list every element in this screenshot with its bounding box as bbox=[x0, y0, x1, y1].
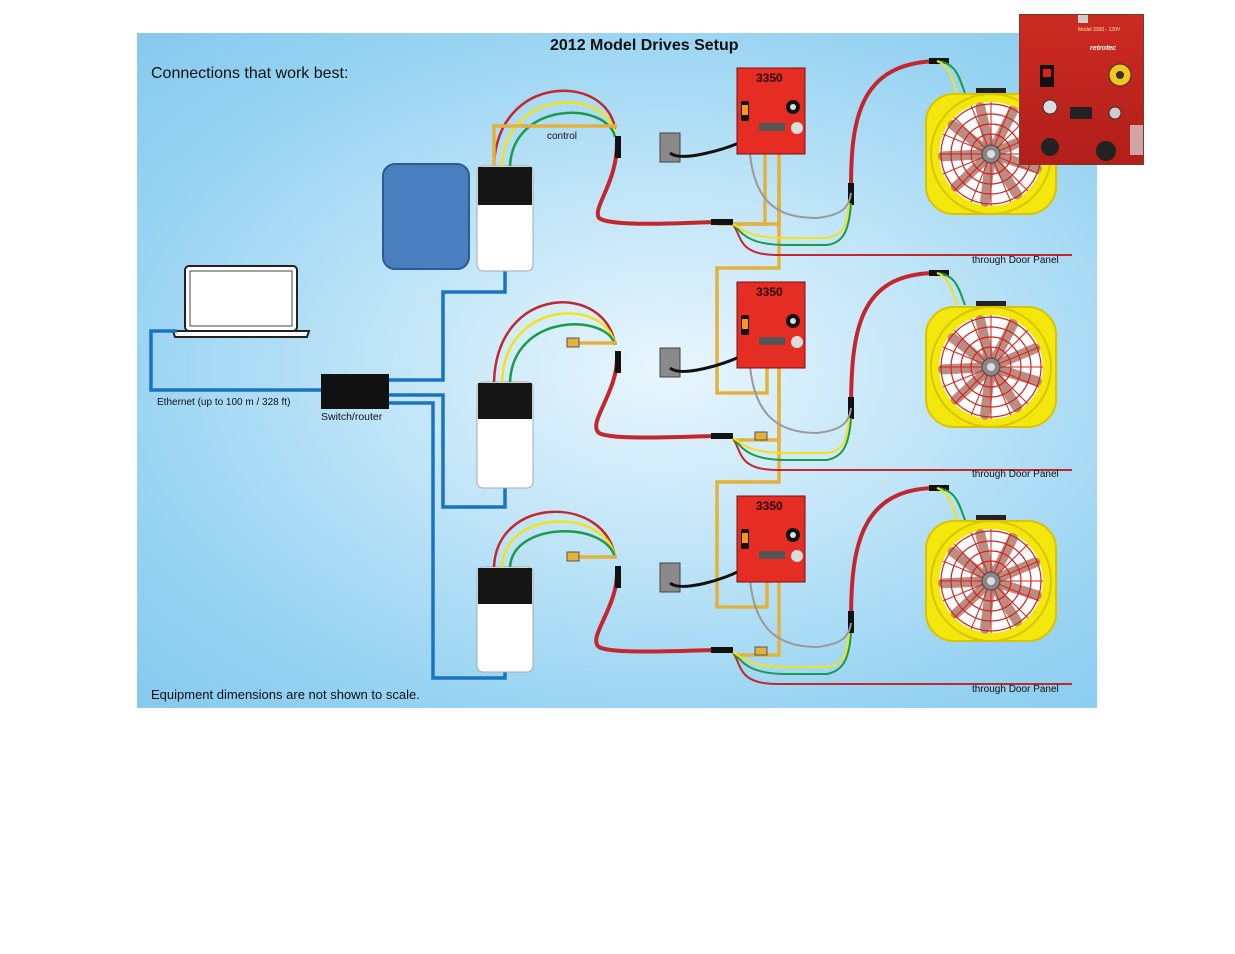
port-cables bbox=[669, 141, 740, 588]
fan-1 bbox=[925, 88, 1057, 215]
tablet-device bbox=[382, 163, 470, 270]
tube-connectors bbox=[566, 337, 768, 656]
door-panel-label-2: through Door Panel bbox=[972, 469, 1059, 480]
diagram-title: 2012 Model Drives Setup bbox=[550, 37, 739, 54]
power-cables bbox=[594, 59, 939, 654]
control-label: control bbox=[547, 131, 578, 142]
door-panel-wires bbox=[732, 60, 1072, 685]
wiring-diagram bbox=[149, 58, 1072, 685]
drive-photo-details bbox=[1040, 15, 1143, 161]
fan-drive-3 bbox=[736, 495, 806, 583]
drive-model-label-3: 3350 bbox=[756, 499, 783, 513]
fan-drive-1 bbox=[736, 67, 806, 155]
fan-3 bbox=[925, 515, 1057, 642]
control-tubes bbox=[492, 124, 781, 657]
door-panel-label-3: through Door Panel bbox=[972, 684, 1059, 695]
drive-model-label-1: 3350 bbox=[756, 71, 783, 85]
fan-handle bbox=[976, 301, 1006, 306]
drive-model-label-2: 3350 bbox=[756, 285, 783, 299]
switch-label: Switch/router bbox=[321, 411, 383, 423]
setup-diagram: 2012 Model Drives Setup Connections that… bbox=[137, 33, 1097, 708]
wall-ports bbox=[659, 132, 681, 593]
fan-hub-cap bbox=[987, 577, 995, 585]
drive-photo: Model 3350 - 120V retrotec bbox=[1019, 14, 1144, 165]
switch-router bbox=[321, 374, 389, 409]
fan-handle bbox=[976, 88, 1006, 93]
fan-handle bbox=[976, 515, 1006, 520]
door-panel-label-1: through Door Panel bbox=[972, 255, 1059, 266]
scale-footnote: Equipment dimensions are not shown to sc… bbox=[151, 687, 420, 702]
photo-model-text: Model 3350 - 120V bbox=[1078, 27, 1121, 33]
pressure-tubes bbox=[492, 89, 617, 568]
fan-hub-cap bbox=[987, 363, 995, 371]
pressure-gauges bbox=[476, 165, 534, 673]
fan-hub-cap bbox=[987, 150, 995, 158]
ethernet-cables bbox=[149, 271, 507, 680]
fan-drive-2 bbox=[736, 281, 806, 369]
photo-brand-text: retrotec bbox=[1090, 45, 1117, 52]
laptop bbox=[171, 265, 311, 338]
diagram-subtitle: Connections that work best: bbox=[151, 65, 349, 82]
fan-2 bbox=[925, 301, 1057, 428]
ethernet-label: Ethernet (up to 100 m / 328 ft) bbox=[157, 397, 291, 408]
